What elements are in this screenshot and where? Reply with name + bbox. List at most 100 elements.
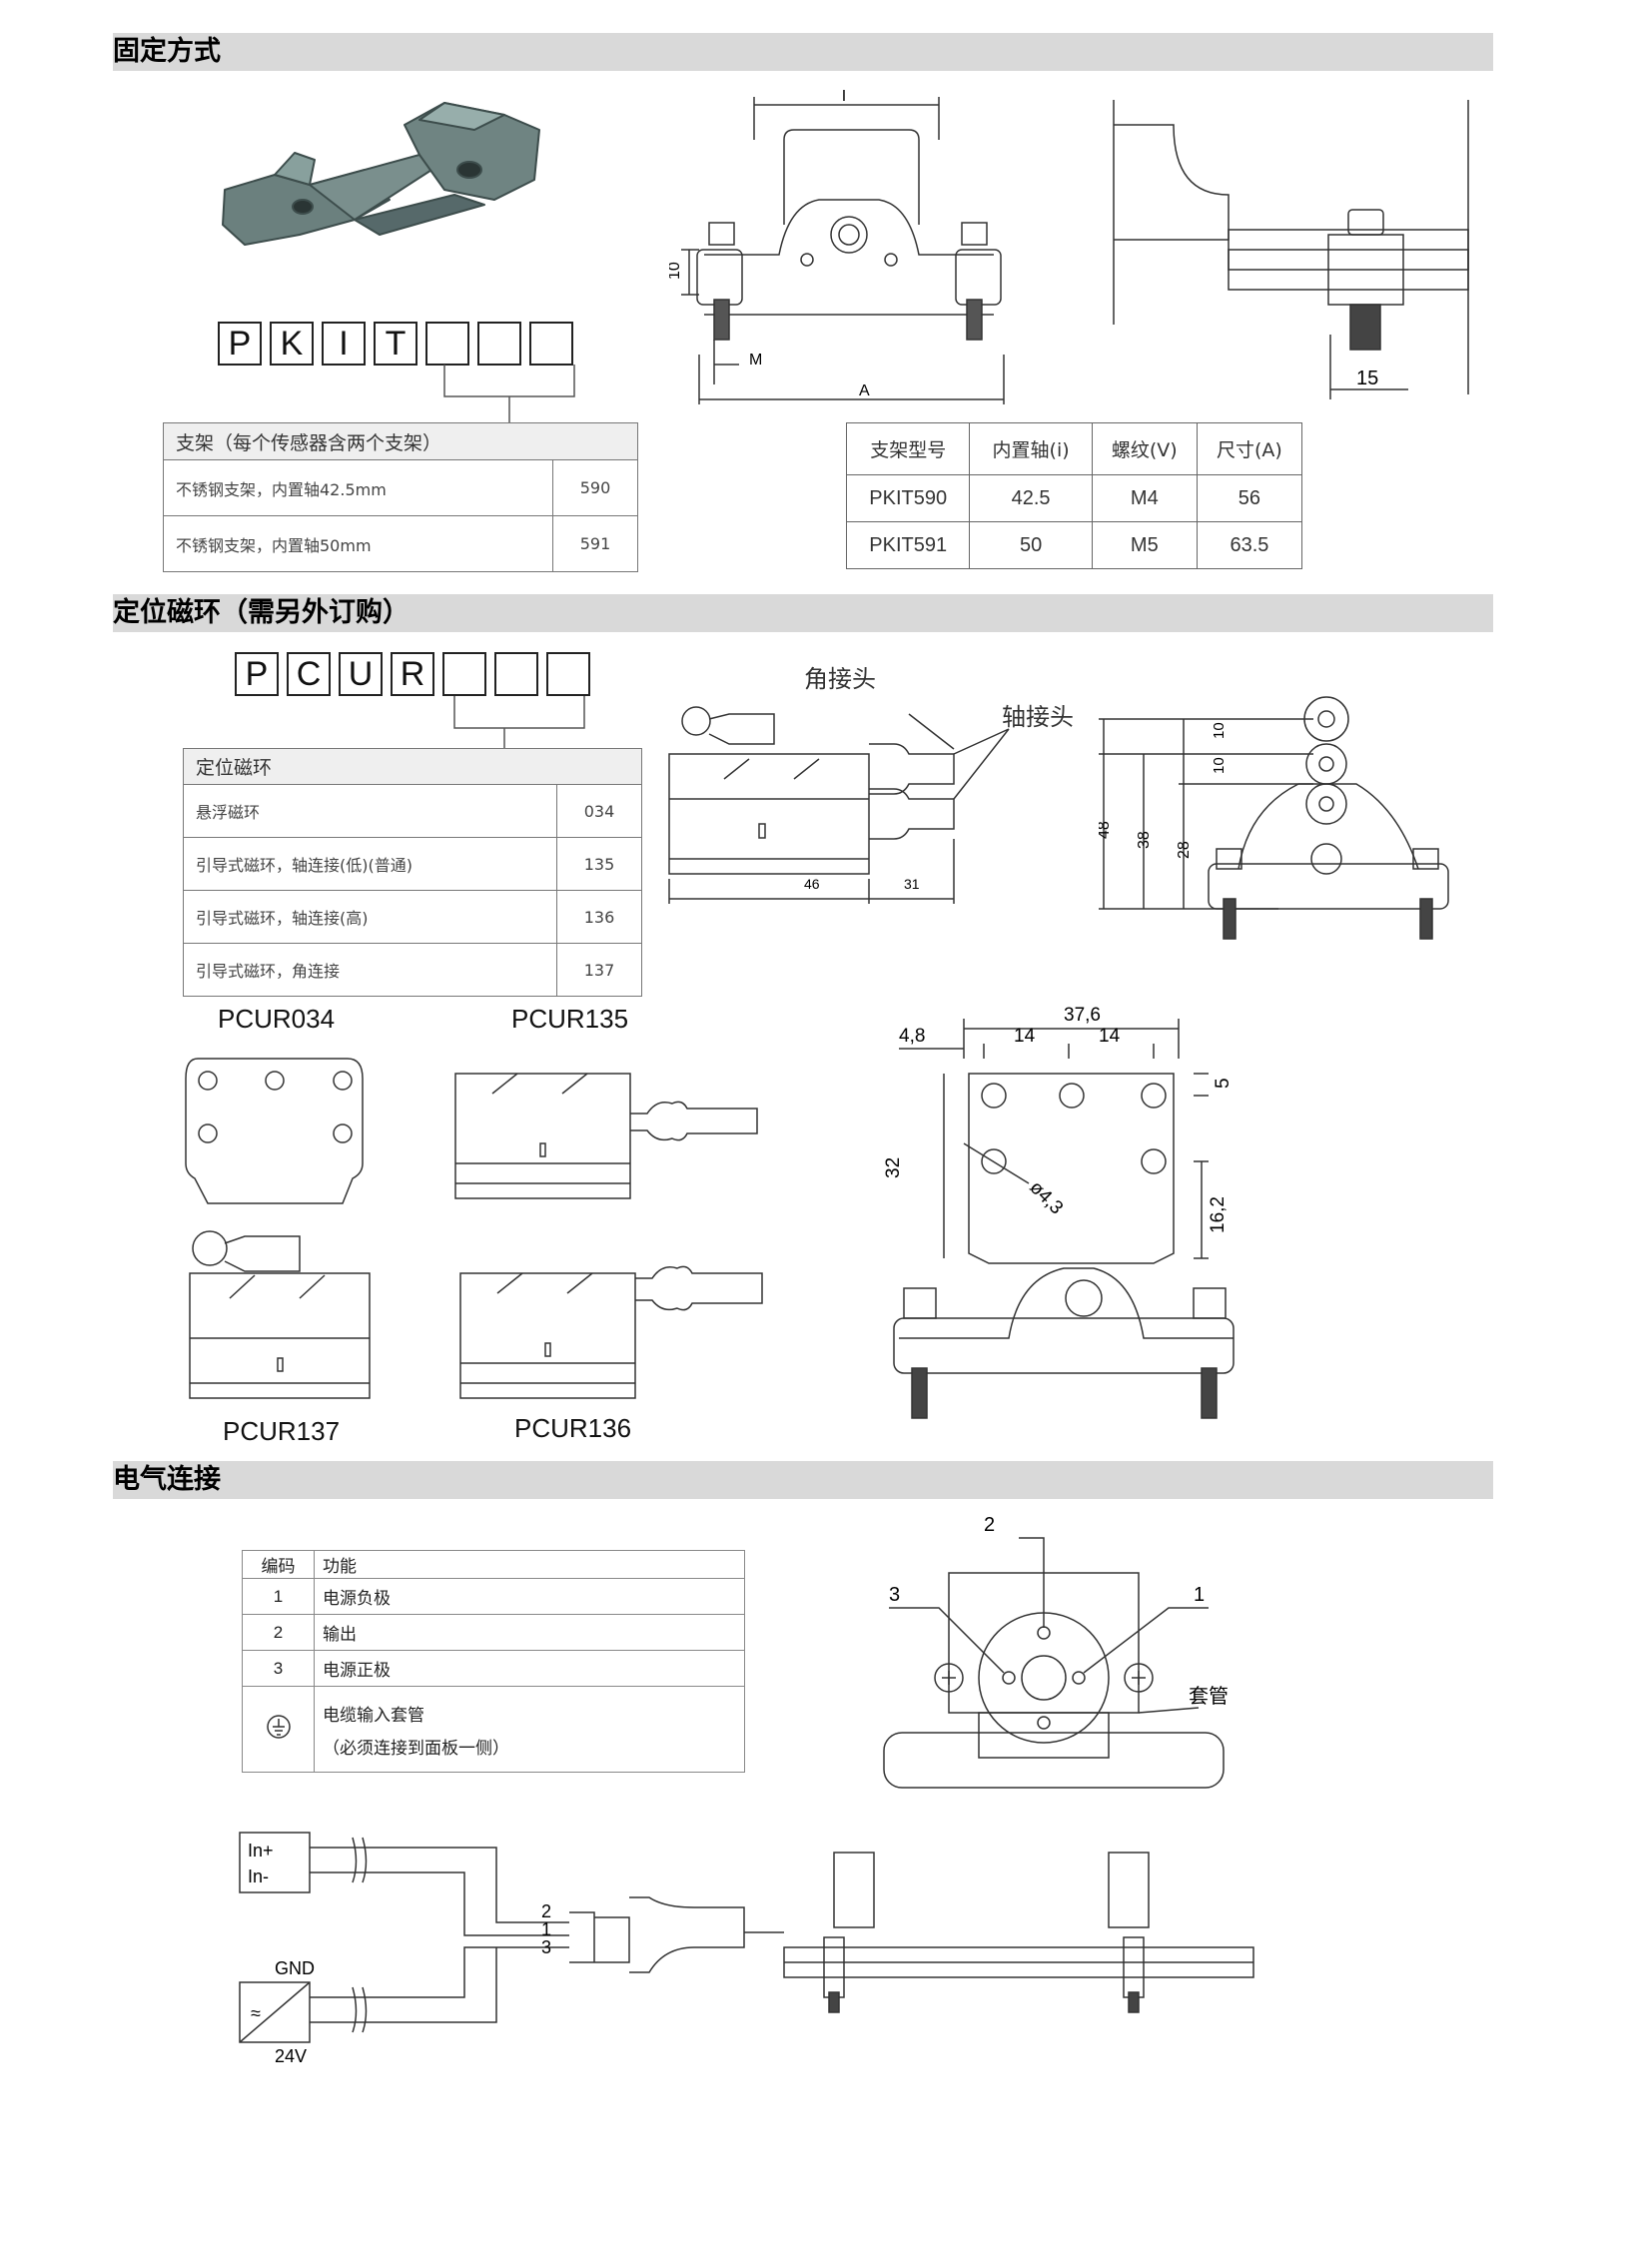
dim-28-label: 28 <box>1176 841 1193 859</box>
pcur-blank-box <box>442 652 486 696</box>
wiring-in-minus-label: In- <box>248 1867 269 1886</box>
pkit-blank-box <box>425 322 469 366</box>
pcur136-drawing <box>459 1265 763 1399</box>
dim-14b-label: 14 <box>1099 1026 1121 1047</box>
spec-cell: M5 <box>1091 521 1198 569</box>
bracket-front-drawing: I 10 M A <box>669 88 1005 404</box>
dim-10b-label: 10 <box>1211 757 1228 774</box>
elec-code-cell: 3 <box>242 1650 315 1687</box>
dim-5-label: 5 <box>1213 1078 1234 1089</box>
model-caption-pcur135: PCUR135 <box>511 1004 629 1034</box>
section-bar-mounting: 固定方式 <box>113 33 1493 71</box>
wiring-in-plus-label: In+ <box>248 1841 274 1861</box>
pcur034-drawing <box>185 1058 364 1204</box>
elec-header-cell: 功能 <box>314 1550 745 1579</box>
pcur135-drawing <box>454 1073 758 1199</box>
pcur-option-desc: 引导式磁环，轴连接(高) <box>183 890 557 944</box>
dim-15-label: 15 <box>1356 368 1378 389</box>
pcur-option-code: 137 <box>556 943 642 997</box>
magnet-end-view-drawing: 48 38 28 10 10 <box>1099 696 1449 940</box>
wiring-pin3-label: 3 <box>541 1937 551 1957</box>
elec-header-cell: 编码 <box>242 1550 315 1579</box>
angle-joint-label: 角接头 <box>804 666 876 693</box>
axis-joint-label: 轴接头 <box>1002 704 1074 731</box>
power-supply-symbol: ≈ <box>251 2003 261 2023</box>
elec-func-cell: 电源正极 <box>314 1650 745 1687</box>
pcur-letter-c: C <box>287 652 331 696</box>
pcur-blank-box <box>494 652 538 696</box>
section-title-mounting: 固定方式 <box>113 36 221 67</box>
dim-162-label: 16,2 <box>1208 1196 1229 1233</box>
pcur-option-code: 135 <box>556 837 642 891</box>
dim-31-label: 31 <box>904 876 920 892</box>
pcur-option-desc: 引导式磁环，轴连接(低)(普通) <box>183 837 557 891</box>
pkit-option-code: 591 <box>552 515 638 572</box>
bracket-side-drawing: 15 <box>1113 100 1469 399</box>
spec-header-cell: 尺寸(A) <box>1196 422 1303 475</box>
dim-38-label: 38 <box>1136 831 1153 849</box>
dim-i-label: I <box>842 88 846 105</box>
section-title-electrical: 电气连接 <box>113 1464 221 1495</box>
dim-32-label: 32 <box>884 1157 904 1178</box>
pkit-letter-k: K <box>270 322 314 366</box>
connector-pin2-label: 2 <box>984 1514 995 1536</box>
dim-48-plate-label: 4,8 <box>899 1026 925 1047</box>
elec-func-cell: 输出 <box>314 1614 745 1651</box>
pkit-code-bracket-lines <box>443 365 575 422</box>
ground-icon <box>266 1715 291 1739</box>
pkit-letter-p: P <box>218 322 262 366</box>
spec-cell: 50 <box>969 521 1093 569</box>
spec-cell: 63.5 <box>1196 521 1303 569</box>
pkit-option-desc: 不锈钢支架，内置轴50mm <box>163 515 553 572</box>
dim-m-label: M <box>749 352 762 369</box>
elec-code-cell: 2 <box>242 1614 315 1651</box>
bracket-3d-image <box>222 102 540 246</box>
section-bar-electrical: 电气连接 <box>113 1461 1493 1499</box>
dim-a-label: A <box>859 382 870 399</box>
pcur-option-desc: 悬浮磁环 <box>183 784 557 838</box>
pcur-option-code: 136 <box>556 890 642 944</box>
dim-14a-label: 14 <box>1014 1026 1036 1047</box>
connector-pin1-label: 1 <box>1194 1584 1205 1606</box>
spec-cell: 56 <box>1196 474 1303 522</box>
spec-header-cell: 支架型号 <box>845 422 971 475</box>
magnet-joint-drawing: 46 31 角接头 轴接头 <box>668 666 1074 904</box>
model-caption-pcur034: PCUR034 <box>218 1004 336 1034</box>
pcur137-drawing <box>189 1230 371 1399</box>
mounting-plate-drawing: 37,6 4,8 14 14 5 32 ø4,3 16,2 <box>884 1005 1235 1419</box>
pcur-letter-p: P <box>235 652 279 696</box>
pcur-code-bracket-lines <box>453 696 585 748</box>
pkit-letter-t: T <box>374 322 417 366</box>
spec-cell: M4 <box>1091 474 1198 522</box>
pkit-blank-box <box>529 322 573 366</box>
dim-10-label: 10 <box>669 262 683 280</box>
wiring-diagram: In+ In- GND 24V 2 1 3 ≈ <box>239 1832 1254 2066</box>
wiring-pin1-label: 1 <box>541 1919 551 1939</box>
wiring-gnd-label: GND <box>275 1958 315 1978</box>
pkit-blank-box <box>477 322 521 366</box>
pkit-option-header: 支架（每个传感器含两个支架） <box>163 422 638 460</box>
pkit-letter-i: I <box>322 322 366 366</box>
pkit-option-code: 590 <box>552 459 638 516</box>
spec-header-cell: 螺纹(V) <box>1091 422 1198 475</box>
elec-code-cell: 1 <box>242 1578 315 1615</box>
dim-46-label: 46 <box>804 876 820 892</box>
dim-376-label: 37,6 <box>1064 1005 1101 1026</box>
elec-sleeve-line1: 电缆输入套管 <box>323 1705 424 1726</box>
connector-drawing: 2 1 3 套管 <box>883 1514 1229 1789</box>
spec-cell: PKIT591 <box>845 521 971 569</box>
spec-header-cell: 内置轴(i) <box>969 422 1093 475</box>
spec-cell: PKIT590 <box>845 474 971 522</box>
pcur-option-header: 定位磁环 <box>183 748 642 785</box>
wiring-pin2-label: 2 <box>541 1901 551 1921</box>
connector-sleeve-label: 套管 <box>1189 1685 1229 1708</box>
wiring-24v-label: 24V <box>275 2046 307 2066</box>
pcur-blank-box <box>546 652 590 696</box>
elec-sleeve-line2: （必须连接到面板一侧） <box>323 1738 509 1759</box>
pkit-code-boxes: P K I T <box>218 322 573 366</box>
dim-48-label: 48 <box>1099 821 1113 839</box>
section-bar-magnet: 定位磁环（需另外订购） <box>113 594 1493 632</box>
connector-pin3-label: 3 <box>889 1584 900 1606</box>
